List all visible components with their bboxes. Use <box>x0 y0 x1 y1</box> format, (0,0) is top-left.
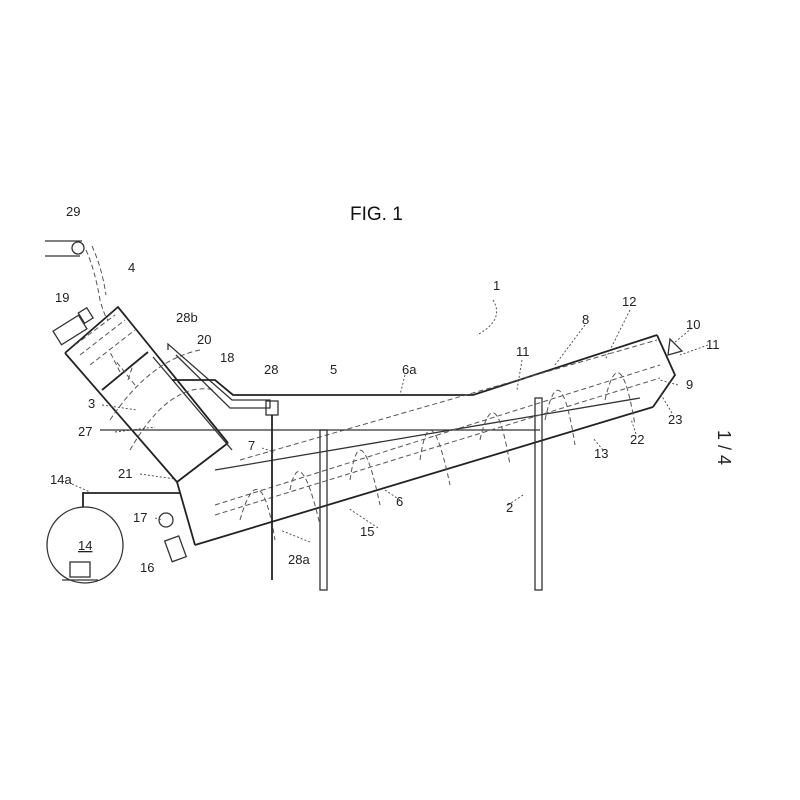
label-13: 13 <box>594 446 608 461</box>
label-10: 10 <box>686 317 700 332</box>
label-15: 15 <box>360 524 374 539</box>
label-17: 17 <box>133 510 147 525</box>
label-27: 27 <box>78 424 92 439</box>
label-8: 8 <box>582 312 589 327</box>
label-11-middle: 11 <box>516 344 530 359</box>
label-14a: 14a <box>50 472 72 487</box>
label-6a: 6a <box>402 362 417 377</box>
label-4: 4 <box>128 260 135 275</box>
label-28b: 28b <box>176 310 198 325</box>
label-2: 2 <box>506 500 513 515</box>
screw-trough-6 <box>100 335 675 545</box>
label-11-end: 11 <box>706 337 720 352</box>
label-14: 14 <box>78 538 92 553</box>
label-9: 9 <box>686 377 693 392</box>
label-5: 5 <box>330 362 337 377</box>
motor-16 <box>165 536 187 562</box>
outlet-10 <box>668 339 682 355</box>
label-21: 21 <box>118 466 132 481</box>
label-7: 7 <box>248 438 255 453</box>
support-legs-2 <box>320 398 542 590</box>
valve-17 <box>159 513 173 527</box>
label-20: 20 <box>197 332 211 347</box>
label-12: 12 <box>622 294 636 309</box>
label-1: 1 <box>493 278 500 293</box>
pipe-28b <box>168 344 270 408</box>
sheet-number: 1 / 4 <box>714 430 734 465</box>
label-3: 3 <box>88 396 95 411</box>
tank-14 <box>47 493 180 583</box>
feed-conveyor-29 <box>45 241 108 320</box>
label-18: 18 <box>220 350 234 365</box>
figure-title: FIG. 1 <box>350 204 403 225</box>
label-6: 6 <box>396 494 403 509</box>
label-23: 23 <box>668 412 682 427</box>
label-29: 29 <box>66 204 80 219</box>
label-19: 19 <box>55 290 69 305</box>
label-28a: 28a <box>288 552 310 567</box>
label-22: 22 <box>630 432 644 447</box>
label-28: 28 <box>264 362 278 377</box>
label-16: 16 <box>140 560 154 575</box>
motor-19 <box>52 308 96 345</box>
